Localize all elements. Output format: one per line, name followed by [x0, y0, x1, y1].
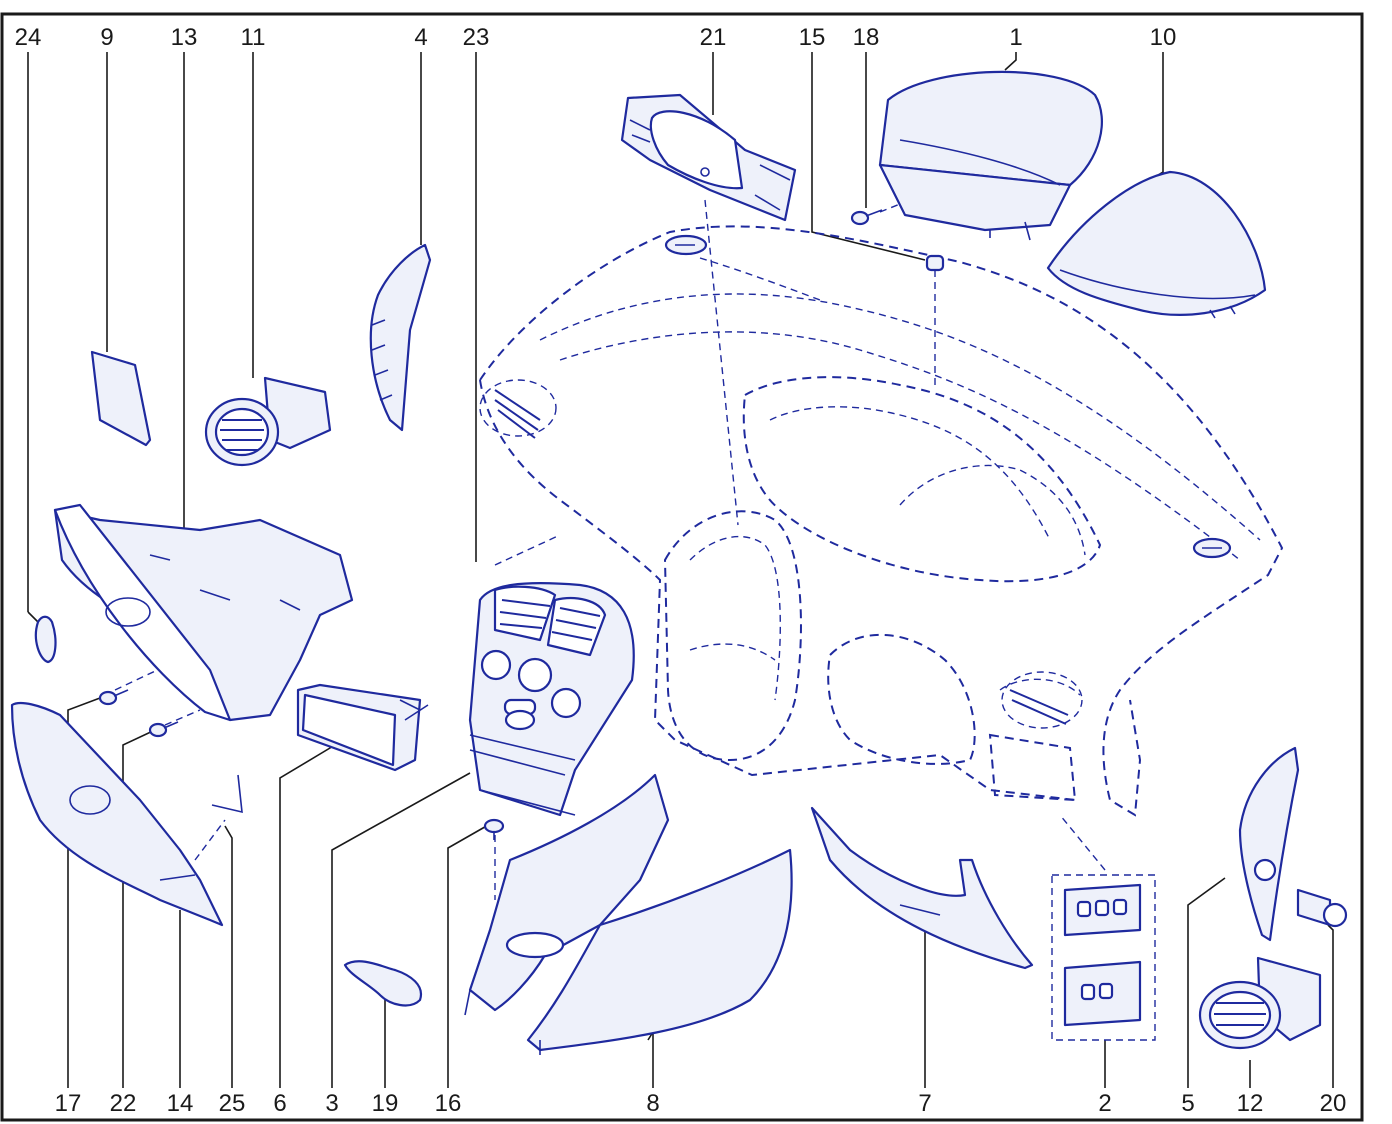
callout-3: 3 [325, 1090, 338, 1117]
part-12-right-vent [1198, 956, 1322, 1050]
callout-1: 1 [1009, 24, 1022, 51]
part-3-center-fascia [468, 582, 635, 817]
assembly-lines [114, 179, 1156, 1041]
callout-4: 4 [414, 24, 427, 51]
part-22-screw [148, 721, 179, 738]
callout-14: 14 [167, 1090, 194, 1117]
callout-7: 7 [918, 1090, 931, 1117]
callout-11: 11 [241, 24, 266, 51]
dashboard-carrier [479, 225, 1284, 817]
part-9-cover [90, 350, 152, 447]
part-17-screw [98, 689, 129, 706]
part-1-upper-cover [878, 70, 1103, 241]
part-6-tray [296, 683, 429, 772]
part-21-binnacle [620, 93, 797, 222]
part-24-clip [34, 615, 57, 664]
part-19-mat [343, 960, 423, 1007]
callout-17: 17 [55, 1090, 82, 1117]
part-11-left-vent [204, 376, 332, 467]
callout-22: 22 [110, 1090, 137, 1117]
callout-19: 19 [372, 1090, 399, 1117]
part-14-glovebox-lid [10, 701, 224, 927]
callout-24: 24 [15, 24, 42, 51]
callout-25: 25 [219, 1090, 246, 1117]
leader-lines-top [27, 52, 1164, 623]
part-4-side-trim [369, 243, 432, 432]
callout-23: 23 [463, 24, 490, 51]
part-13-glovebox-housing [53, 503, 354, 722]
callout-21: 21 [700, 24, 727, 51]
callout-6: 6 [273, 1090, 286, 1117]
part-10-lid [1046, 170, 1267, 319]
callout-5: 5 [1181, 1090, 1194, 1117]
part-15-clip [925, 254, 945, 272]
callout-10: 10 [1150, 24, 1177, 51]
part-7-lower-trim [810, 806, 1034, 970]
part-25-rod [211, 774, 243, 814]
callout-2: 2 [1098, 1090, 1111, 1117]
part-5-right-trim [1238, 746, 1300, 942]
part-8-lower-console [464, 773, 793, 1055]
callout-9: 9 [100, 24, 113, 51]
part-18-screw [850, 209, 883, 226]
callout-20: 20 [1320, 1090, 1347, 1117]
part-16-screw [483, 818, 505, 840]
part-20-switch [1296, 888, 1348, 928]
callout-13: 13 [171, 24, 198, 51]
callout-18: 18 [853, 24, 880, 51]
callout-12: 12 [1237, 1090, 1264, 1117]
part-2-switch-panels [1063, 883, 1142, 1027]
callout-8: 8 [646, 1090, 659, 1117]
callout-15: 15 [799, 24, 826, 51]
callout-16: 16 [435, 1090, 462, 1117]
